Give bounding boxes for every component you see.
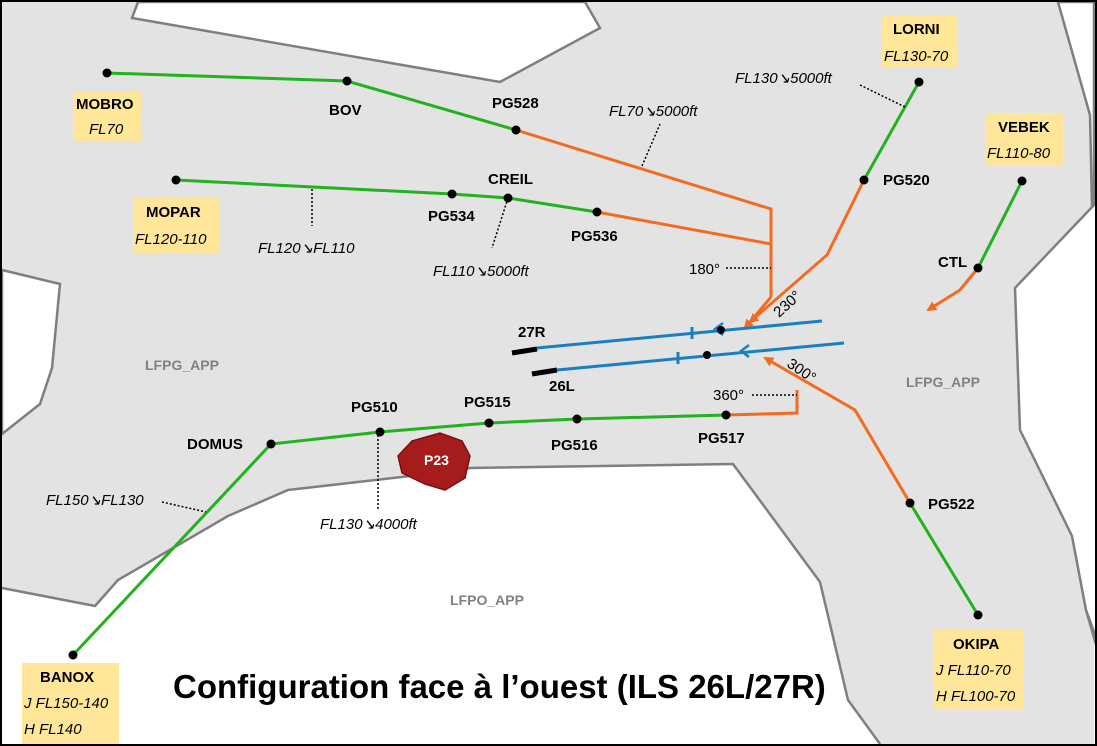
constraint-fl130-5000ft: FL130↘5000ft [735,70,833,87]
leader-lines [161,84,906,513]
constraint-fl130-4000ft: FL130↘4000ft [320,516,418,533]
entry-name-mopar: MOPAR [146,204,201,221]
label-box-lorni [882,15,958,68]
entry-name-mobro: MOBRO [76,96,134,113]
label-box-vebek [985,114,1063,166]
label-box-mobro [73,91,141,141]
route-pg520-base [748,179,866,324]
route-pg517-join [725,390,799,417]
constraint-fl120-fl110: FL120↘FL110 [258,240,355,257]
constraint-fl110-5000ft: FL110↘5000ft [433,263,530,280]
waypoint-label-pg520: PG520 [883,172,930,189]
waypoint-label-pg522: PG522 [928,496,975,513]
waypoint-label-domus: DOMUS [187,436,243,453]
entry-name-okipa: OKIPA [953,636,1000,653]
entry-name-banox: BANOX [40,669,94,686]
constraint-fl150-fl130: FL150↘FL130 [46,492,144,509]
heading-360: 360° [713,387,744,404]
label-box-banox [22,663,119,744]
waypoint-label-pg528: PG528 [492,95,539,112]
runway-label-27r: 27R [518,324,546,341]
zone-label-lfpo: LFPO_APP [450,592,524,608]
waypoint-label-ctl: CTL [938,254,967,271]
entry-alt-okipa-1: J FL110-70 [935,662,1011,679]
waypoint-dots [68,68,1027,660]
restricted-zone-p23 [397,432,471,491]
entry-alt-mopar: FL120-110 [135,231,207,248]
zone-label-lfpg-west: LFPG_APP [145,357,219,373]
waypoint-label-pg534: PG534 [428,208,475,225]
waypoint-label-pg515: PG515 [464,394,511,411]
entry-alt-banox-2: H FL140 [24,721,82,738]
waypoint-label-pg516: PG516 [551,437,598,454]
waypoint-label-creil: CREIL [488,171,533,188]
waypoint-label-pg510: PG510 [351,399,398,416]
route-pg522-base [763,356,912,504]
runway-label-26l: 26L [549,378,575,395]
label-box-mopar [133,198,219,253]
route-mopar-pg536 [175,178,598,214]
route-ctl-base [926,267,980,312]
restricted-zone-label: P23 [424,452,449,468]
right-hole-2 [1013,203,1097,641]
route-vebek-ctl [976,180,1024,269]
runway-26l [531,341,845,377]
entry-name-vebek: VEBEK [998,119,1050,136]
label-box-okipa [934,630,1024,710]
entry-name-lorni: LORNI [893,21,940,38]
map-caption: Configuration face à l’ouest (ILS 26L/27… [173,668,826,705]
waypoint-label-pg536: PG536 [571,228,618,245]
heading-180: 180° [689,261,720,278]
zone-label-lfpg-east: LFPG_APP [906,374,980,390]
entry-alt-banox-1: J FL150-140 [23,695,109,712]
lfpo-area [2,464,880,744]
entry-alt-mobro: FL70 [89,121,124,138]
waypoint-label-bov: BOV [329,102,362,119]
entry-alt-vebek: FL110-80 [987,145,1051,162]
entry-alt-lorni: FL130-70 [884,48,949,65]
waypoint-label-pg517: PG517 [698,430,745,447]
route-pg536-join [596,210,772,246]
entry-alt-okipa-2: H FL100-70 [936,688,1016,705]
route-okipa-pg522 [908,502,980,616]
route-lorni-pg520 [862,81,921,181]
constraint-fl70-5000ft: FL70↘5000ft [609,103,698,120]
route-banox-pg517 [71,413,727,657]
runway-27r [511,319,823,356]
